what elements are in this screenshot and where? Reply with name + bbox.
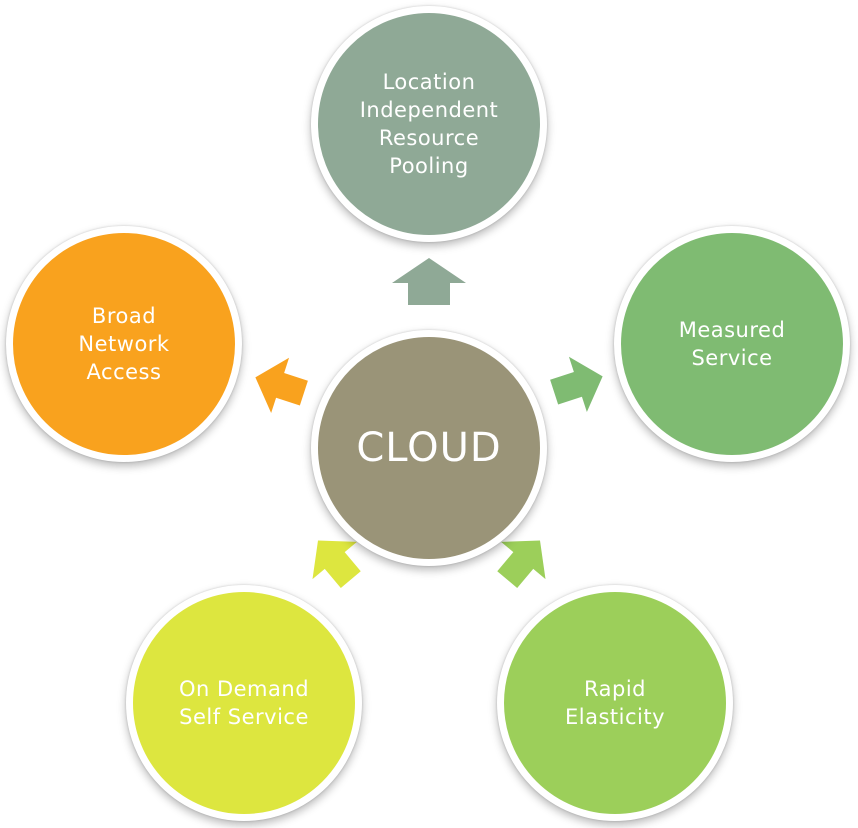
node-label: Rapid Elasticity xyxy=(564,677,666,729)
node-label: Broad Network Access xyxy=(78,304,170,384)
arrow-up-icon xyxy=(392,258,466,305)
node-rapid-elasticity: Rapid Elasticity xyxy=(497,585,733,821)
node-label: On Demand Self Service xyxy=(178,677,310,729)
arrow-down-right-icon xyxy=(497,540,546,588)
arrow-right-icon xyxy=(550,356,603,412)
node-label: Location Independent Resource Pooling xyxy=(359,70,499,178)
arrow-left-icon xyxy=(255,357,308,413)
node-label: Measured Service xyxy=(678,318,786,370)
center-label: CLOUD xyxy=(356,425,502,471)
node-location-independent-resource-pooling: Location Independent Resource Pooling xyxy=(311,6,547,242)
node-measured-service: Measured Service xyxy=(614,226,850,462)
node-cloud-center: CLOUD xyxy=(311,330,547,566)
node-on-demand-self-service: On Demand Self Service xyxy=(126,585,362,821)
arrow-down-left-icon xyxy=(312,540,361,588)
node-broad-network-access: Broad Network Access xyxy=(6,226,242,462)
